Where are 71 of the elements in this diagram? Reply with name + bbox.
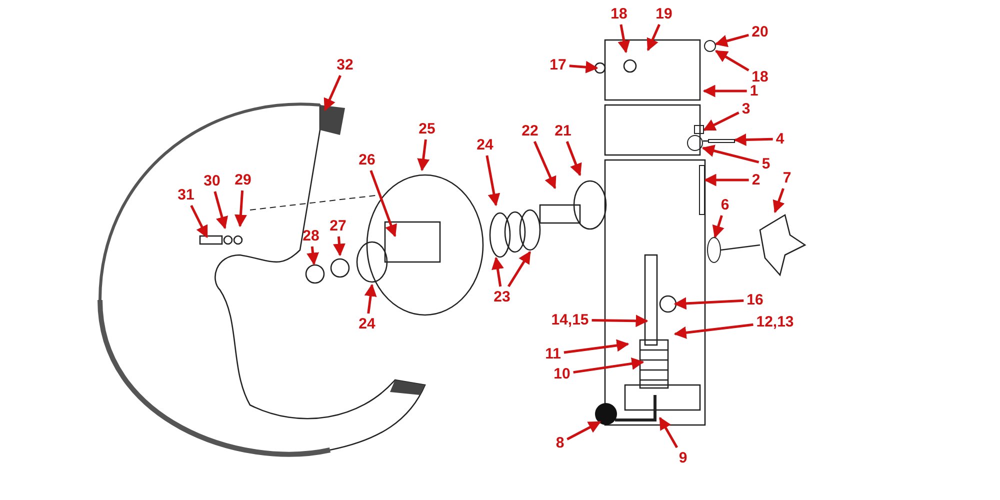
nut	[704, 40, 716, 52]
callout-number: 32	[336, 56, 354, 74]
leader-arrow	[564, 339, 630, 354]
leader-arrow	[702, 84, 747, 98]
callout-number: 18	[610, 6, 628, 22]
leader-arrow	[486, 155, 500, 206]
leader-arrow	[714, 50, 750, 72]
callout-number: 16	[746, 292, 764, 308]
callout-number: 7	[782, 170, 792, 186]
leader-arrow	[234, 190, 247, 228]
leader-arrow	[214, 191, 228, 230]
callout-number: 29	[234, 172, 252, 188]
callout-number: 1	[748, 82, 760, 100]
leader-arrow	[566, 420, 602, 440]
callout-number: 23	[492, 288, 512, 306]
leader-arrow	[364, 284, 377, 314]
leader-arrow	[324, 75, 342, 112]
callout-number: 12,13	[755, 314, 795, 330]
callout-number: 4	[774, 130, 786, 148]
leader-arrow	[573, 357, 644, 374]
side-plate	[699, 165, 705, 215]
callout-number: 11	[544, 346, 562, 362]
callout-number: 5	[760, 156, 772, 172]
callout-number: 6	[720, 196, 730, 214]
leader-arrow	[712, 215, 724, 238]
leader-arrow	[370, 170, 397, 238]
leader-arrow	[704, 174, 749, 186]
callout-number: 27	[328, 218, 348, 234]
callout-number: 28	[302, 228, 320, 244]
callout-number: 31	[176, 186, 196, 204]
callout-number: 25	[418, 120, 436, 138]
leader-arrow	[566, 141, 582, 176]
leader-arrow	[333, 236, 346, 256]
callout-number: 26	[358, 152, 376, 168]
lug	[694, 125, 704, 134]
callout-number: 30	[202, 172, 222, 190]
leader-arrow	[569, 60, 598, 74]
knob	[707, 237, 721, 263]
leader-arrow	[190, 204, 208, 238]
callout-number: 14,15	[550, 312, 590, 328]
callout-number: 8	[554, 434, 566, 452]
leader-arrow	[533, 141, 556, 190]
leader-arrow	[772, 188, 785, 214]
leader-arrow	[714, 34, 749, 48]
callout-number: 21	[554, 122, 572, 140]
callout-number: 22	[520, 122, 540, 140]
callout-number: 19	[654, 6, 674, 22]
callout-number: 24	[358, 316, 376, 332]
leader-arrow	[702, 111, 740, 132]
callout-number: 17	[548, 56, 568, 74]
callout-number: 2	[750, 172, 762, 188]
callout-number: 3	[740, 100, 752, 118]
leader-arrow	[306, 246, 320, 266]
leader-arrow	[674, 323, 754, 339]
callout-number: 9	[678, 450, 688, 466]
leader-arrow	[507, 250, 532, 288]
leader-arrow	[417, 139, 430, 172]
callout-number: 20	[750, 24, 770, 40]
callout-number: 18	[750, 68, 770, 86]
leader-arrow	[646, 24, 660, 52]
callout-number: 24	[476, 136, 494, 154]
leader-arrow	[618, 24, 630, 54]
leader-arrow	[492, 256, 504, 287]
leader-arrow	[702, 144, 760, 164]
ring	[687, 135, 703, 151]
leader-arrow	[658, 416, 678, 448]
screw	[708, 139, 735, 143]
leader-arrow	[734, 134, 773, 146]
leader-arrow	[674, 297, 744, 310]
leader-arrow	[592, 314, 648, 328]
callout-number: 10	[552, 366, 572, 382]
